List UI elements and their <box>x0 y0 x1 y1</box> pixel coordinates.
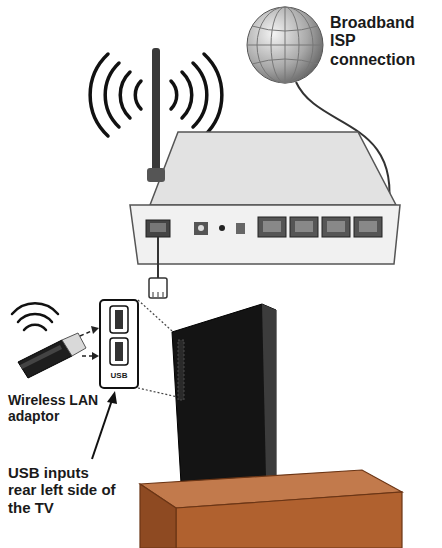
ethernet-cable-part <box>149 278 167 298</box>
tv-stand-block-part <box>176 492 402 548</box>
router-part <box>258 217 286 237</box>
dashed-arrows-part <box>91 326 99 334</box>
router-part <box>359 221 377 232</box>
router-part <box>219 225 225 231</box>
router-part <box>290 217 318 237</box>
tv-part <box>178 340 184 400</box>
router-part <box>354 217 382 237</box>
usb-panel-part <box>100 300 138 388</box>
usb-panel-part <box>110 338 128 365</box>
ethernet-cable-part <box>157 237 159 280</box>
wifi-waves-router-part <box>105 63 119 127</box>
wifi-waves-adaptor-part <box>18 314 52 322</box>
device-label: Wireless LAN adaptor <box>8 392 112 424</box>
usb-panel-part <box>115 310 123 329</box>
network-label: Broadband ISP connection <box>330 14 434 69</box>
router-part <box>236 223 245 234</box>
tv-stand-block <box>140 470 402 548</box>
usb-panel-part <box>110 306 128 333</box>
router-part <box>198 225 204 231</box>
router-part <box>263 221 281 232</box>
tv-stand-block-part <box>140 484 176 548</box>
wifi-waves-router-part <box>171 81 177 109</box>
router-part <box>194 222 208 235</box>
wireless-lan-adaptor-part <box>20 345 62 369</box>
wifi-waves-router-part <box>90 54 108 136</box>
dashed-arrows-part <box>92 352 99 360</box>
router-antenna <box>147 48 165 182</box>
wifi-waves-router-part <box>193 63 207 127</box>
ethernet-cable <box>149 237 167 298</box>
router <box>130 132 400 264</box>
router-part <box>130 205 400 264</box>
wifi-waves-adaptor-part <box>12 303 58 314</box>
router-part <box>327 221 345 232</box>
wireless-lan-adaptor <box>18 333 86 378</box>
wifi-waves-router-part <box>135 81 141 109</box>
globe-icon-part-part <box>252 26 318 31</box>
router-part <box>150 223 166 232</box>
globe-icon <box>247 7 323 83</box>
pointer-arrow-part <box>92 400 112 459</box>
port-label: USB <box>101 371 137 380</box>
tv-part <box>262 304 276 482</box>
wireless-lan-adaptor-part <box>18 340 72 378</box>
router-antenna-part <box>152 48 160 176</box>
tv-part <box>172 304 276 500</box>
router-part <box>322 217 350 237</box>
usb-panel <box>100 300 138 388</box>
router-part <box>295 221 313 232</box>
callout-label: USB inputs rear left side of the TV <box>8 464 116 516</box>
globe-icon-part-part <box>252 59 318 64</box>
dashed-arrows <box>80 326 99 360</box>
ethernet-cable-part <box>158 292 159 297</box>
ethernet-cable-part <box>163 292 164 297</box>
router-part <box>146 220 170 237</box>
ethernet-cable-part <box>153 292 154 297</box>
dashed-arrows-part <box>80 330 94 336</box>
globe-icon-part-part <box>247 45 323 46</box>
wifi-waves-adaptor-part <box>24 325 46 330</box>
tv <box>172 304 276 500</box>
router-part <box>150 132 396 205</box>
wifi-waves-router-part <box>204 54 222 136</box>
usb-panel-part <box>115 342 123 361</box>
wireless-lan-adaptor-part <box>62 333 86 356</box>
globe-icon-part <box>247 7 323 83</box>
wifi-waves-router-part <box>182 72 192 118</box>
wifi-waves-adaptor <box>12 303 58 330</box>
pointer-arrow-part <box>107 391 117 404</box>
router-antenna-part <box>147 168 165 182</box>
wifi-waves-router-part <box>120 72 130 118</box>
globe-icon-part <box>247 7 323 83</box>
